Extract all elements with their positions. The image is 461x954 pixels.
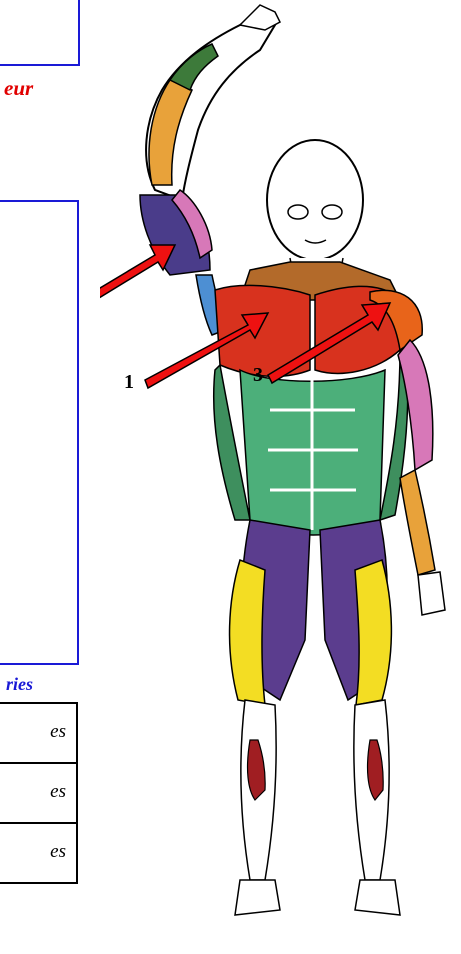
table-cell: es xyxy=(50,721,66,743)
legs xyxy=(230,520,400,915)
answer-table: es es es xyxy=(0,702,78,884)
table-row: es xyxy=(0,824,76,882)
red-label-fragment: eur xyxy=(4,76,33,101)
table-row: es xyxy=(0,764,76,824)
torso xyxy=(214,285,423,535)
lowered-arm xyxy=(398,340,445,615)
muscle-anatomy-figure: 2 1 3 xyxy=(100,0,461,954)
main-answer-box xyxy=(0,200,79,665)
arrow-2 xyxy=(100,245,175,323)
blue-label-fragment: ries xyxy=(6,674,33,695)
table-cell: es xyxy=(50,841,66,863)
top-answer-box xyxy=(0,0,80,66)
table-row: es xyxy=(0,704,76,764)
label-number-3: 3 xyxy=(253,364,263,386)
table-cell: es xyxy=(50,781,66,803)
label-number-1: 1 xyxy=(124,371,134,393)
